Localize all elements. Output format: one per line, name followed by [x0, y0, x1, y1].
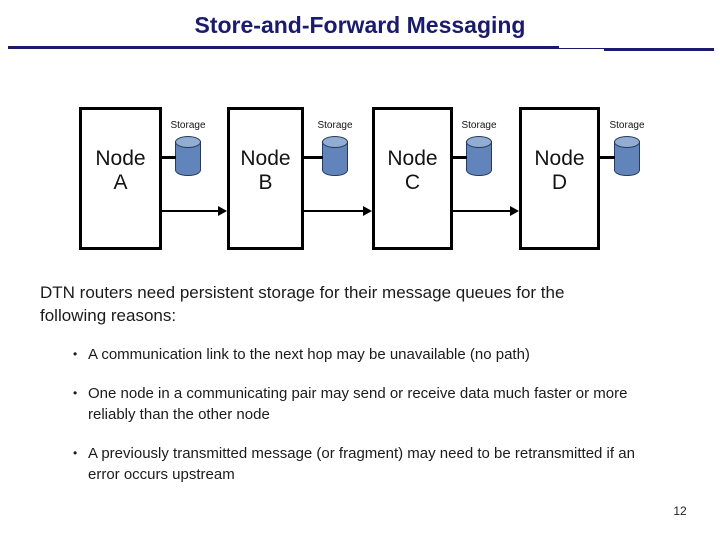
- intro-paragraph: DTN routers need persistent storage for …: [40, 281, 640, 327]
- node-letter: A: [113, 170, 128, 194]
- cylinder-top: [614, 136, 640, 148]
- storage-connector: [160, 156, 176, 159]
- storage-label: Storage: [317, 120, 353, 131]
- page-number: 12: [673, 504, 687, 518]
- slide-title: Store-and-Forward Messaging: [194, 12, 526, 38]
- bullet-3-line-1: A previously transmitted message (or fra…: [88, 445, 635, 462]
- bullet-item-2: • One node in a communicating pair may s…: [73, 383, 708, 425]
- storage-cylinder-icon: [466, 136, 492, 177]
- storage-label: Storage: [461, 120, 497, 131]
- node-box-d: Node D: [519, 107, 600, 250]
- arrow-b-to-c: [303, 210, 363, 212]
- title-underline-main: [8, 46, 559, 49]
- bullet-item-1: • A communication link to the next hop m…: [73, 344, 708, 365]
- bullet-3-line-2: error occurs upstream: [88, 466, 235, 483]
- node-box-b: Node B: [227, 107, 304, 250]
- arrowhead-icon: [363, 206, 372, 216]
- bullet-1-line-1: A communication link to the next hop may…: [88, 346, 530, 363]
- node-label: Node: [387, 146, 438, 170]
- node-letter: B: [258, 170, 273, 194]
- cylinder-top: [322, 136, 348, 148]
- title-underline-right: [604, 48, 714, 51]
- bullet-2-line-1: One node in a communicating pair may sen…: [88, 385, 628, 402]
- bullet-icon: •: [73, 347, 78, 361]
- storage-label: Storage: [609, 120, 645, 131]
- storage-connector: [451, 156, 467, 159]
- storage-cylinder-icon: [322, 136, 348, 177]
- node-label: Node: [95, 146, 146, 170]
- node-label: Node: [240, 146, 291, 170]
- bullet-item-3: • A previously transmitted message (or f…: [73, 443, 708, 485]
- node-label: Node: [534, 146, 585, 170]
- intro-line-2: following reasons:: [40, 306, 177, 325]
- arrow-c-to-d: [452, 210, 510, 212]
- node-box-a: Node A: [79, 107, 162, 250]
- cylinder-top: [175, 136, 201, 148]
- bullet-2-line-2: reliably than the other node: [88, 406, 270, 423]
- bullet-list: • A communication link to the next hop m…: [73, 344, 708, 503]
- storage-cylinder-icon: [614, 136, 640, 177]
- node-box-c: Node C: [372, 107, 453, 250]
- arrowhead-icon: [510, 206, 519, 216]
- title-underline-thin: [558, 48, 608, 49]
- storage-label: Storage: [170, 120, 206, 131]
- cylinder-top: [466, 136, 492, 148]
- node-letter: D: [551, 170, 568, 194]
- arrowhead-icon: [218, 206, 227, 216]
- intro-line-1: DTN routers need persistent storage for …: [40, 283, 565, 302]
- storage-connector: [302, 156, 323, 159]
- bullet-icon: •: [73, 446, 78, 460]
- arrow-a-to-b: [161, 210, 218, 212]
- node-letter: C: [404, 170, 421, 194]
- storage-cylinder-icon: [175, 136, 201, 177]
- bullet-icon: •: [73, 386, 78, 400]
- storage-connector: [597, 156, 615, 159]
